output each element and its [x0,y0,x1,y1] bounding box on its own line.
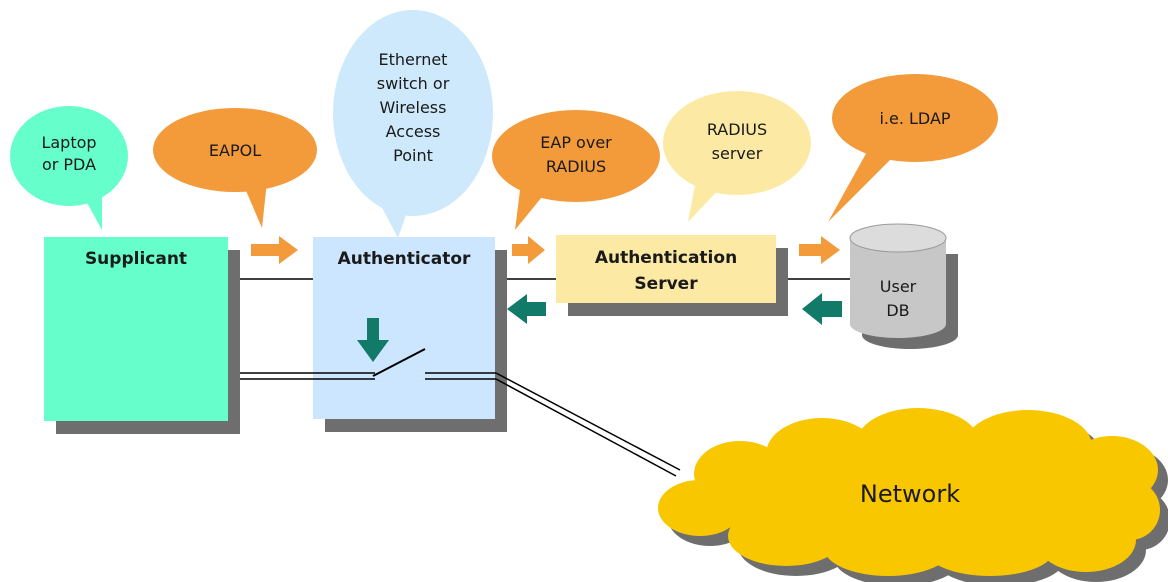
switch-callout-line2: switch or [377,74,450,93]
teal-arrow-authenticator [507,294,546,324]
orange-arrow-authenticator [512,236,545,264]
radius-server-callout-line1: RADIUS [707,120,767,139]
eap-radius-callout: EAP over RADIUS [492,110,660,230]
orange-arrow-server [799,236,840,264]
switch-callout-line4: Access [386,122,441,141]
ldap-callout: i.e. LDAP [828,74,998,222]
database-bottom [850,310,946,338]
cloud-icon: Network [658,408,1168,582]
authenticator-box: Authenticator [313,237,507,432]
teal-arrow-icon [357,293,842,362]
eapol-callout-bubble [153,108,317,192]
switch-lever [372,348,426,377]
database-label-line2: DB [886,301,909,320]
switch-callout: Ethernet switch or Wireless Access Point [333,10,493,238]
cloud-label: Network [860,480,960,508]
eapol-callout: EAPOL [153,108,317,228]
supplicant-label: Supplicant [85,249,187,269]
teal-arrow-switch [357,318,389,362]
switch-callout-line5: Point [393,146,433,165]
radius-server-callout-line2: server [712,144,763,163]
eap-radius-callout-tail [515,190,546,230]
database-label-line1: User [880,277,917,296]
ldap-callout-label: i.e. LDAP [879,109,950,128]
radius-server-callout: RADIUS server [663,91,811,222]
eapol-callout-label: EAPOL [209,141,261,160]
authentication-server-label-line1: Authentication [595,248,737,268]
laptop-callout-bubble [10,106,128,206]
authenticator-box-body [313,237,495,419]
cloud-body [658,408,1160,576]
teal-arrow-db [802,293,842,325]
eap-radius-callout-line2: RADIUS [546,157,606,176]
switch-callout-line3: Wireless [380,98,447,117]
ldap-callout-tail [828,150,900,222]
network-trunk-bottom [495,378,677,477]
ldap-callout-bubble [832,74,998,162]
laptop-callout-line1: Laptop [41,133,96,152]
orange-arrow-icon [251,236,840,264]
authentication-server-box: Authentication Server [556,235,788,316]
authenticator-label: Authenticator [338,249,471,269]
authentication-server-box-body [556,235,776,303]
authentication-server-label-line2: Server [634,274,698,294]
switch-callout-line1: Ethernet [379,50,448,69]
eap-radius-callout-bubble [492,110,660,202]
switch-callout-bubble [333,10,493,216]
database-top [849,223,947,253]
database-icon: User DB [849,223,958,349]
switch-icon [240,348,681,477]
network-trunk-top [495,372,681,471]
supplicant-box-body [44,237,228,421]
laptop-callout-line2: or PDA [42,155,96,174]
radius-server-callout-bubble [663,91,811,195]
orange-arrow-supplicant [251,236,298,264]
supplicant-box: Supplicant [44,237,240,434]
laptop-callout: Laptop or PDA [10,106,128,230]
eap-radius-callout-line1: EAP over [540,133,612,152]
